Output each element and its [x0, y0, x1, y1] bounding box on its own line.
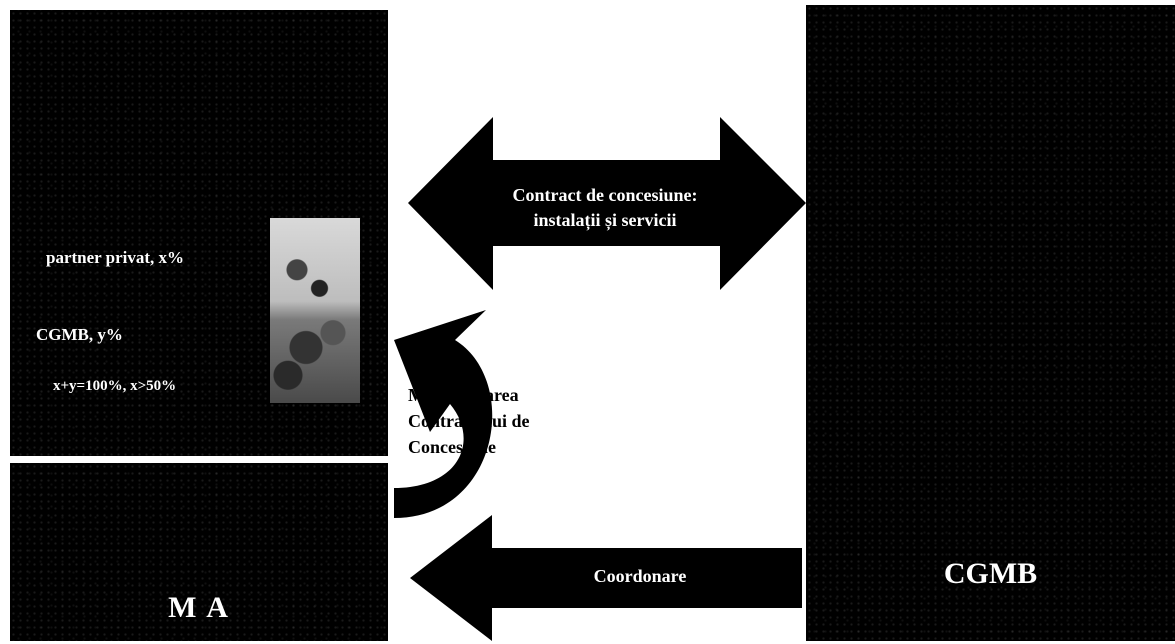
contract-line-1: Contract de concesiune:	[512, 185, 698, 205]
ma-label: M A	[168, 591, 230, 624]
contract-line-2: instalații și servicii	[533, 210, 677, 230]
monitoring-text: Monitorizarea Contractului de Concesiune	[408, 382, 598, 460]
concession-photo	[270, 218, 360, 403]
monitoring-line-1: Monitorizarea	[408, 385, 519, 405]
monitoring-line-2: Contractului de	[408, 411, 530, 431]
contract-arrow-text: Contract de concesiune: instalații și se…	[470, 183, 740, 233]
private-partner-share-label: partner privat, x%	[46, 248, 185, 267]
coordination-label: Coordonare	[593, 566, 687, 586]
monitoring-curved-arrow	[394, 310, 493, 518]
share-sum-label: x+y=100%, x>50%	[53, 378, 177, 394]
contract-double-arrow	[408, 117, 806, 290]
cgmb-label: CGMB	[943, 557, 1038, 590]
coordination-arrow	[410, 515, 802, 641]
monitoring-line-3: Concesiune	[408, 437, 497, 457]
cgmb-share-label: CGMB, y%	[36, 325, 123, 344]
